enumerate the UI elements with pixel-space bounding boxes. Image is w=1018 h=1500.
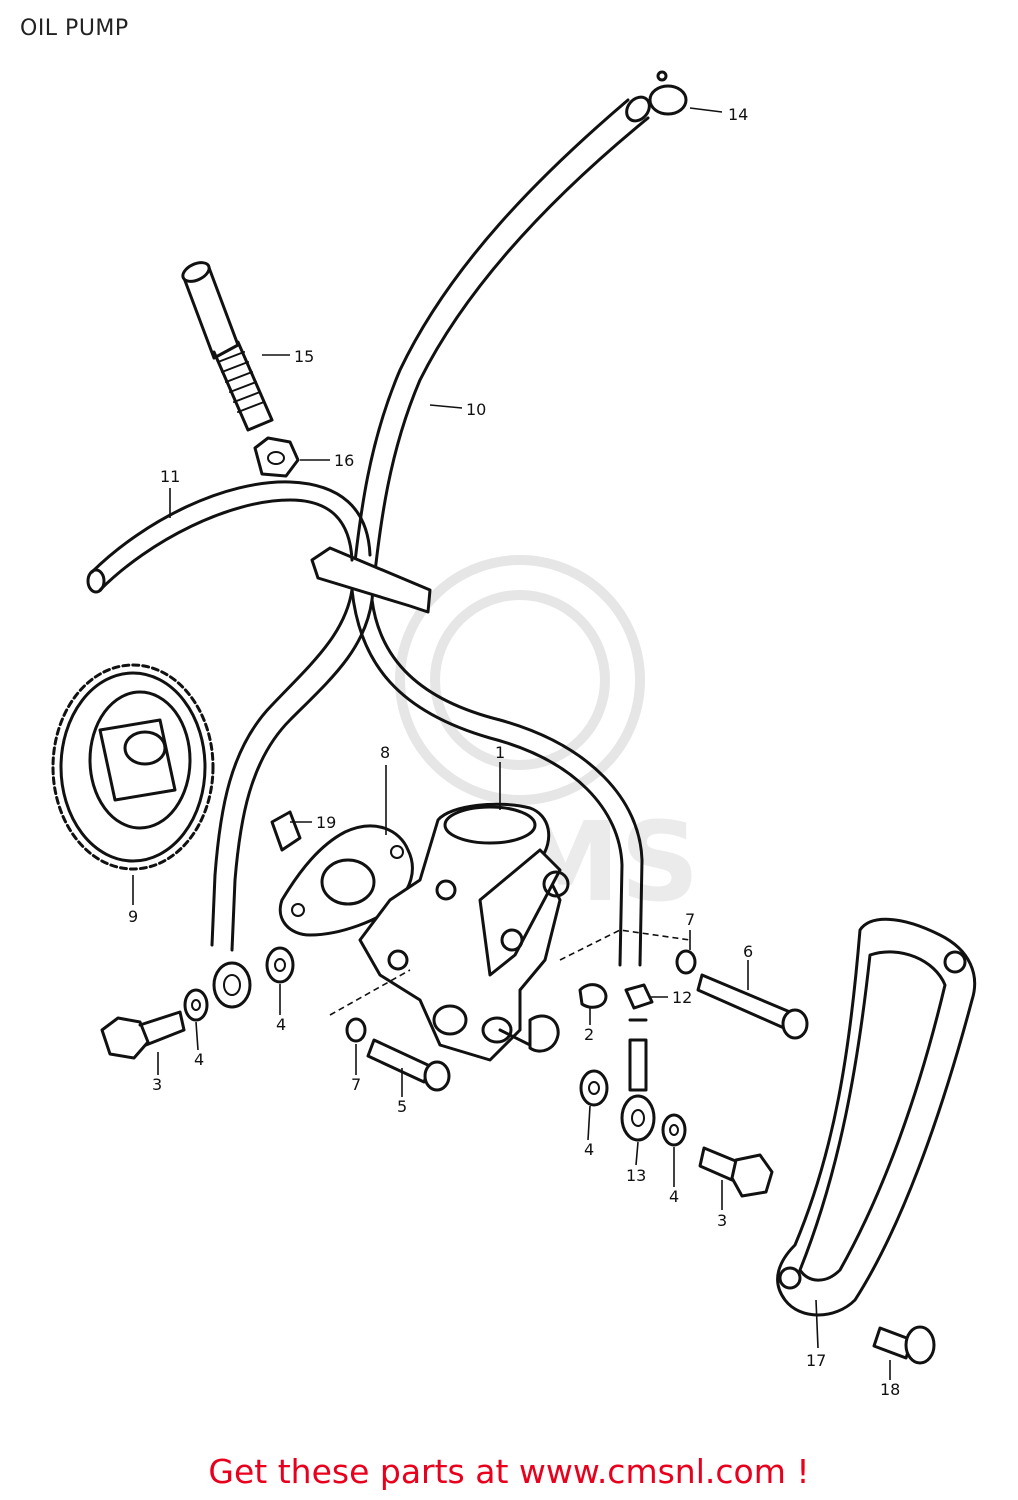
- callout-6: 6: [743, 942, 753, 961]
- callout-10: 10: [466, 400, 486, 419]
- banjo-fitting-left: [212, 961, 252, 1009]
- callout-1: 1: [495, 743, 505, 762]
- pump-screw: [366, 1038, 451, 1092]
- oil-hose-main: [210, 95, 651, 967]
- callout-8: 8: [380, 743, 390, 762]
- footer-link[interactable]: Get these parts at www.cmsnl.com !: [208, 1452, 810, 1491]
- callout-4-lower-left: 4: [194, 1050, 204, 1069]
- callout-2: 2: [584, 1025, 594, 1044]
- hose-cap: [624, 983, 654, 1010]
- cover-gasket: [776, 917, 977, 1317]
- banjo-bolt-right: [698, 1146, 774, 1198]
- washer-center: [579, 1069, 609, 1107]
- callout-17: 17: [806, 1351, 826, 1370]
- long-screw: [696, 973, 809, 1040]
- callout-4-upper-left: 4: [276, 1015, 286, 1034]
- callout-16: 16: [334, 451, 354, 470]
- callout-3-left: 3: [152, 1075, 162, 1094]
- small-clip: [270, 810, 302, 852]
- small-washer-right: [675, 949, 697, 975]
- callout-3-right: 3: [717, 1211, 727, 1230]
- callout-14: 14: [728, 105, 748, 124]
- banjo-fitting-right: [620, 1018, 656, 1142]
- washer-upper-left: [265, 946, 295, 984]
- lock-nut: [253, 436, 300, 478]
- callout-5: 5: [397, 1097, 407, 1116]
- washer-right: [661, 1113, 687, 1147]
- page-title: OIL PUMP: [20, 16, 129, 41]
- oil-pump-body: [358, 802, 570, 1062]
- banjo-bolt-left: [100, 1010, 186, 1060]
- washer-lower-left: [183, 988, 209, 1022]
- callout-11: 11: [160, 467, 180, 486]
- small-washer-left: [345, 1017, 367, 1043]
- parts-diagram: CMS: [51, 70, 977, 1399]
- callout-19: 19: [316, 813, 336, 832]
- pump-gasket: [278, 824, 414, 937]
- callout-13: 13: [626, 1166, 646, 1185]
- hose-clamp: [310, 546, 432, 614]
- drive-gear: [51, 663, 215, 871]
- hose-clip: [648, 70, 688, 116]
- callout-18: 18: [880, 1380, 900, 1399]
- callout-7-left: 7: [351, 1075, 361, 1094]
- leader-lines: [132, 107, 891, 1380]
- callout-4-center: 4: [584, 1140, 594, 1159]
- callout-9: 9: [128, 907, 138, 926]
- pump-cap: [578, 983, 608, 1009]
- callout-12: 12: [672, 988, 692, 1007]
- cover-screw: [872, 1325, 936, 1365]
- oil-hose-short: [86, 480, 372, 594]
- adjusting-bolt: [181, 261, 274, 432]
- callout-7-right: 7: [685, 910, 695, 929]
- callout-4-right: 4: [669, 1187, 679, 1206]
- callout-15: 15: [294, 347, 314, 366]
